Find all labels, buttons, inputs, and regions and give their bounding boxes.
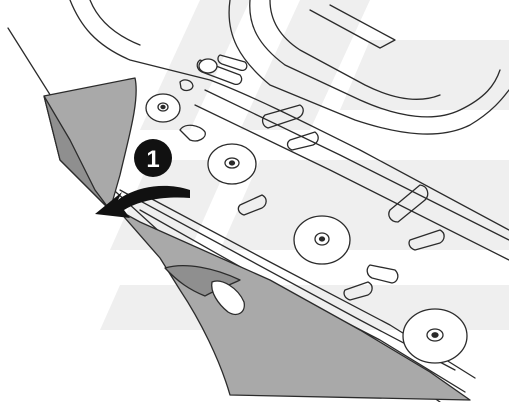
step-marker: 1 [134, 139, 172, 177]
slot-7 [367, 265, 398, 283]
clip-2 [208, 144, 256, 184]
clip-5 [199, 59, 217, 73]
upper-body-line-2 [90, 0, 140, 45]
watermark-bar-2 [240, 0, 370, 130]
slot-3 [288, 132, 319, 150]
watermark-bar-4 [220, 160, 509, 250]
clip-1 [146, 94, 180, 122]
clip-3 [294, 216, 350, 264]
step-marker-number: 1 [146, 146, 159, 173]
clip-4 [403, 309, 467, 363]
